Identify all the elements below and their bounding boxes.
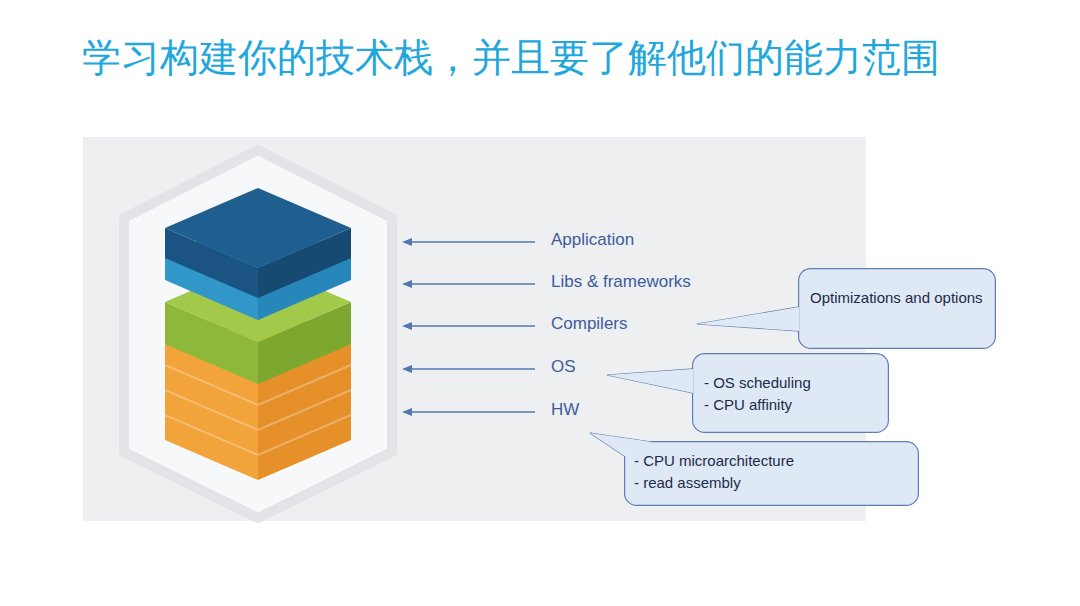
callout-text: - read assembly <box>634 472 909 494</box>
layer-label: Application <box>551 229 634 251</box>
callout-outline <box>625 442 919 506</box>
leader-arrow <box>410 368 535 370</box>
callout-text: Optimizations and options <box>810 287 986 309</box>
arrow-head <box>402 365 412 373</box>
callout-outline <box>693 354 889 433</box>
leader-arrow <box>410 241 535 243</box>
hexagon-frame <box>124 150 392 518</box>
callout-tail-join <box>697 307 799 331</box>
layer-label: OS <box>551 356 576 378</box>
arrow-head <box>402 322 412 330</box>
callout-tail <box>697 307 799 331</box>
leader-arrow <box>410 325 535 327</box>
layer-band <box>165 390 351 430</box>
arrow-head <box>402 238 412 246</box>
layer-top-face <box>165 188 351 268</box>
callout-shape <box>692 353 889 433</box>
layer-label: Compilers <box>551 313 628 335</box>
leader-arrow <box>410 283 535 285</box>
callout-shape <box>798 268 996 349</box>
callout-box: - OS scheduling- CPU affinity <box>692 353 889 433</box>
callout-text: - CPU affinity <box>704 394 879 416</box>
callout-text: - OS scheduling <box>704 372 879 394</box>
callout-box: Optimizations and options <box>798 268 996 349</box>
stack-layer <box>165 188 351 298</box>
callout-tail-join <box>607 369 693 393</box>
title: 学习构建你的技术栈，并且要了解他们的能力范围 <box>82 34 940 82</box>
leader-arrow <box>410 411 535 413</box>
layer-label: Libs & frameworks <box>551 271 691 293</box>
callout-outline <box>799 269 996 349</box>
arrow-head <box>402 280 412 288</box>
layer-band <box>165 415 351 455</box>
callout-text: - CPU microarchitecture <box>634 450 909 472</box>
leader-arrows <box>402 238 535 416</box>
stack-illustration <box>165 188 351 480</box>
callout-box: - CPU microarchitecture- read assembly <box>624 441 919 506</box>
callout-tail <box>607 369 693 393</box>
arrow-head <box>402 408 412 416</box>
layer-label: HW <box>551 399 579 421</box>
callout-shape <box>624 441 919 506</box>
